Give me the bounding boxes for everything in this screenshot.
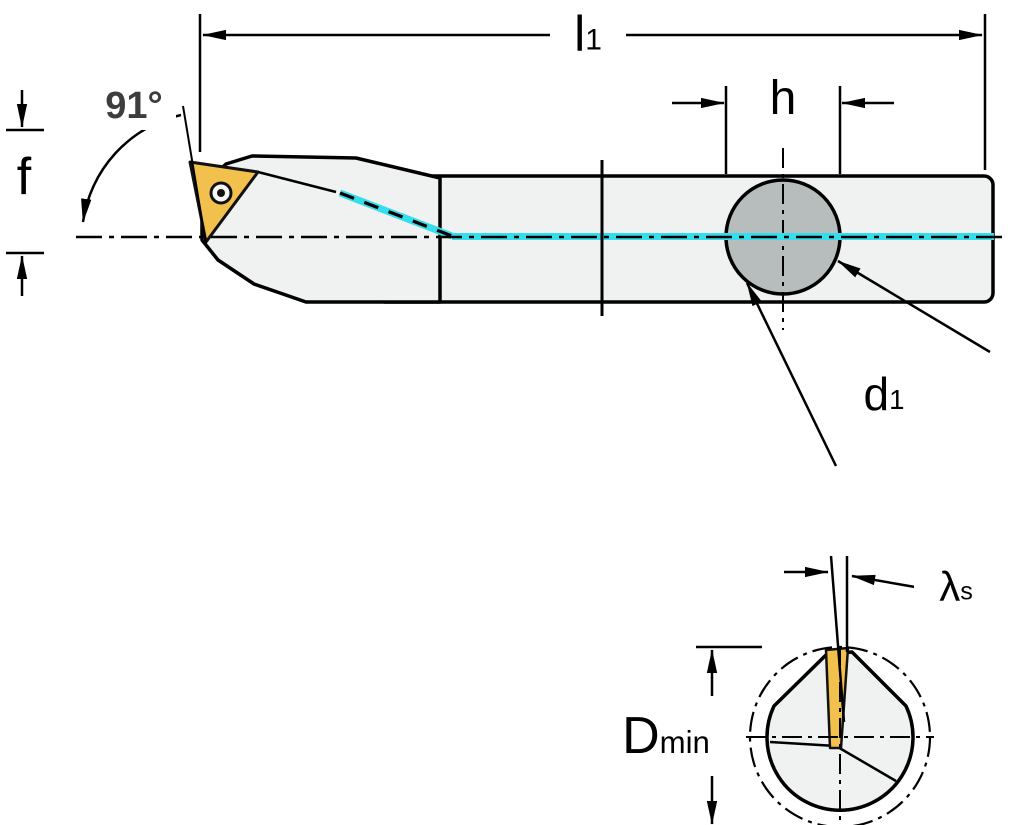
label-d1-base: d — [863, 368, 890, 420]
label-h: h — [756, 70, 810, 128]
dimension-h — [672, 86, 894, 174]
angle-lambda-s-callout — [784, 555, 916, 723]
end-view — [746, 645, 934, 825]
label-l1-base: l — [574, 6, 586, 62]
dimension-f — [6, 90, 44, 296]
pocket-line — [257, 170, 337, 194]
label-angle-91-text: 91° — [105, 85, 163, 127]
d1-leader-right — [837, 259, 991, 354]
label-lambda-s-sub: s — [960, 577, 973, 606]
label-h-text: h — [769, 72, 797, 125]
d1-leader-left — [745, 282, 838, 467]
dimension-d1 — [745, 259, 991, 467]
lambda-s-insert-axis — [829, 555, 846, 723]
label-angle-91: 91° — [92, 82, 176, 130]
angle-arc — [81, 113, 182, 223]
label-d1-sub: 1 — [889, 384, 905, 416]
label-f-text: f — [16, 148, 32, 206]
lambda-s-arrow-right — [851, 574, 916, 589]
label-f: f — [0, 146, 48, 208]
clamp-screw-center — [217, 189, 225, 197]
label-dmin-sub: min — [659, 725, 710, 761]
cutting-edge-dashes — [339, 191, 453, 238]
dmin-bore-circle — [748, 645, 932, 825]
label-dmin-base: D — [622, 707, 660, 765]
tool-side-view — [188, 154, 995, 304]
label-l1-sub: 1 — [585, 23, 602, 57]
cutting-edge-extension — [182, 105, 207, 245]
label-lambda-s-base: λ — [939, 563, 961, 610]
